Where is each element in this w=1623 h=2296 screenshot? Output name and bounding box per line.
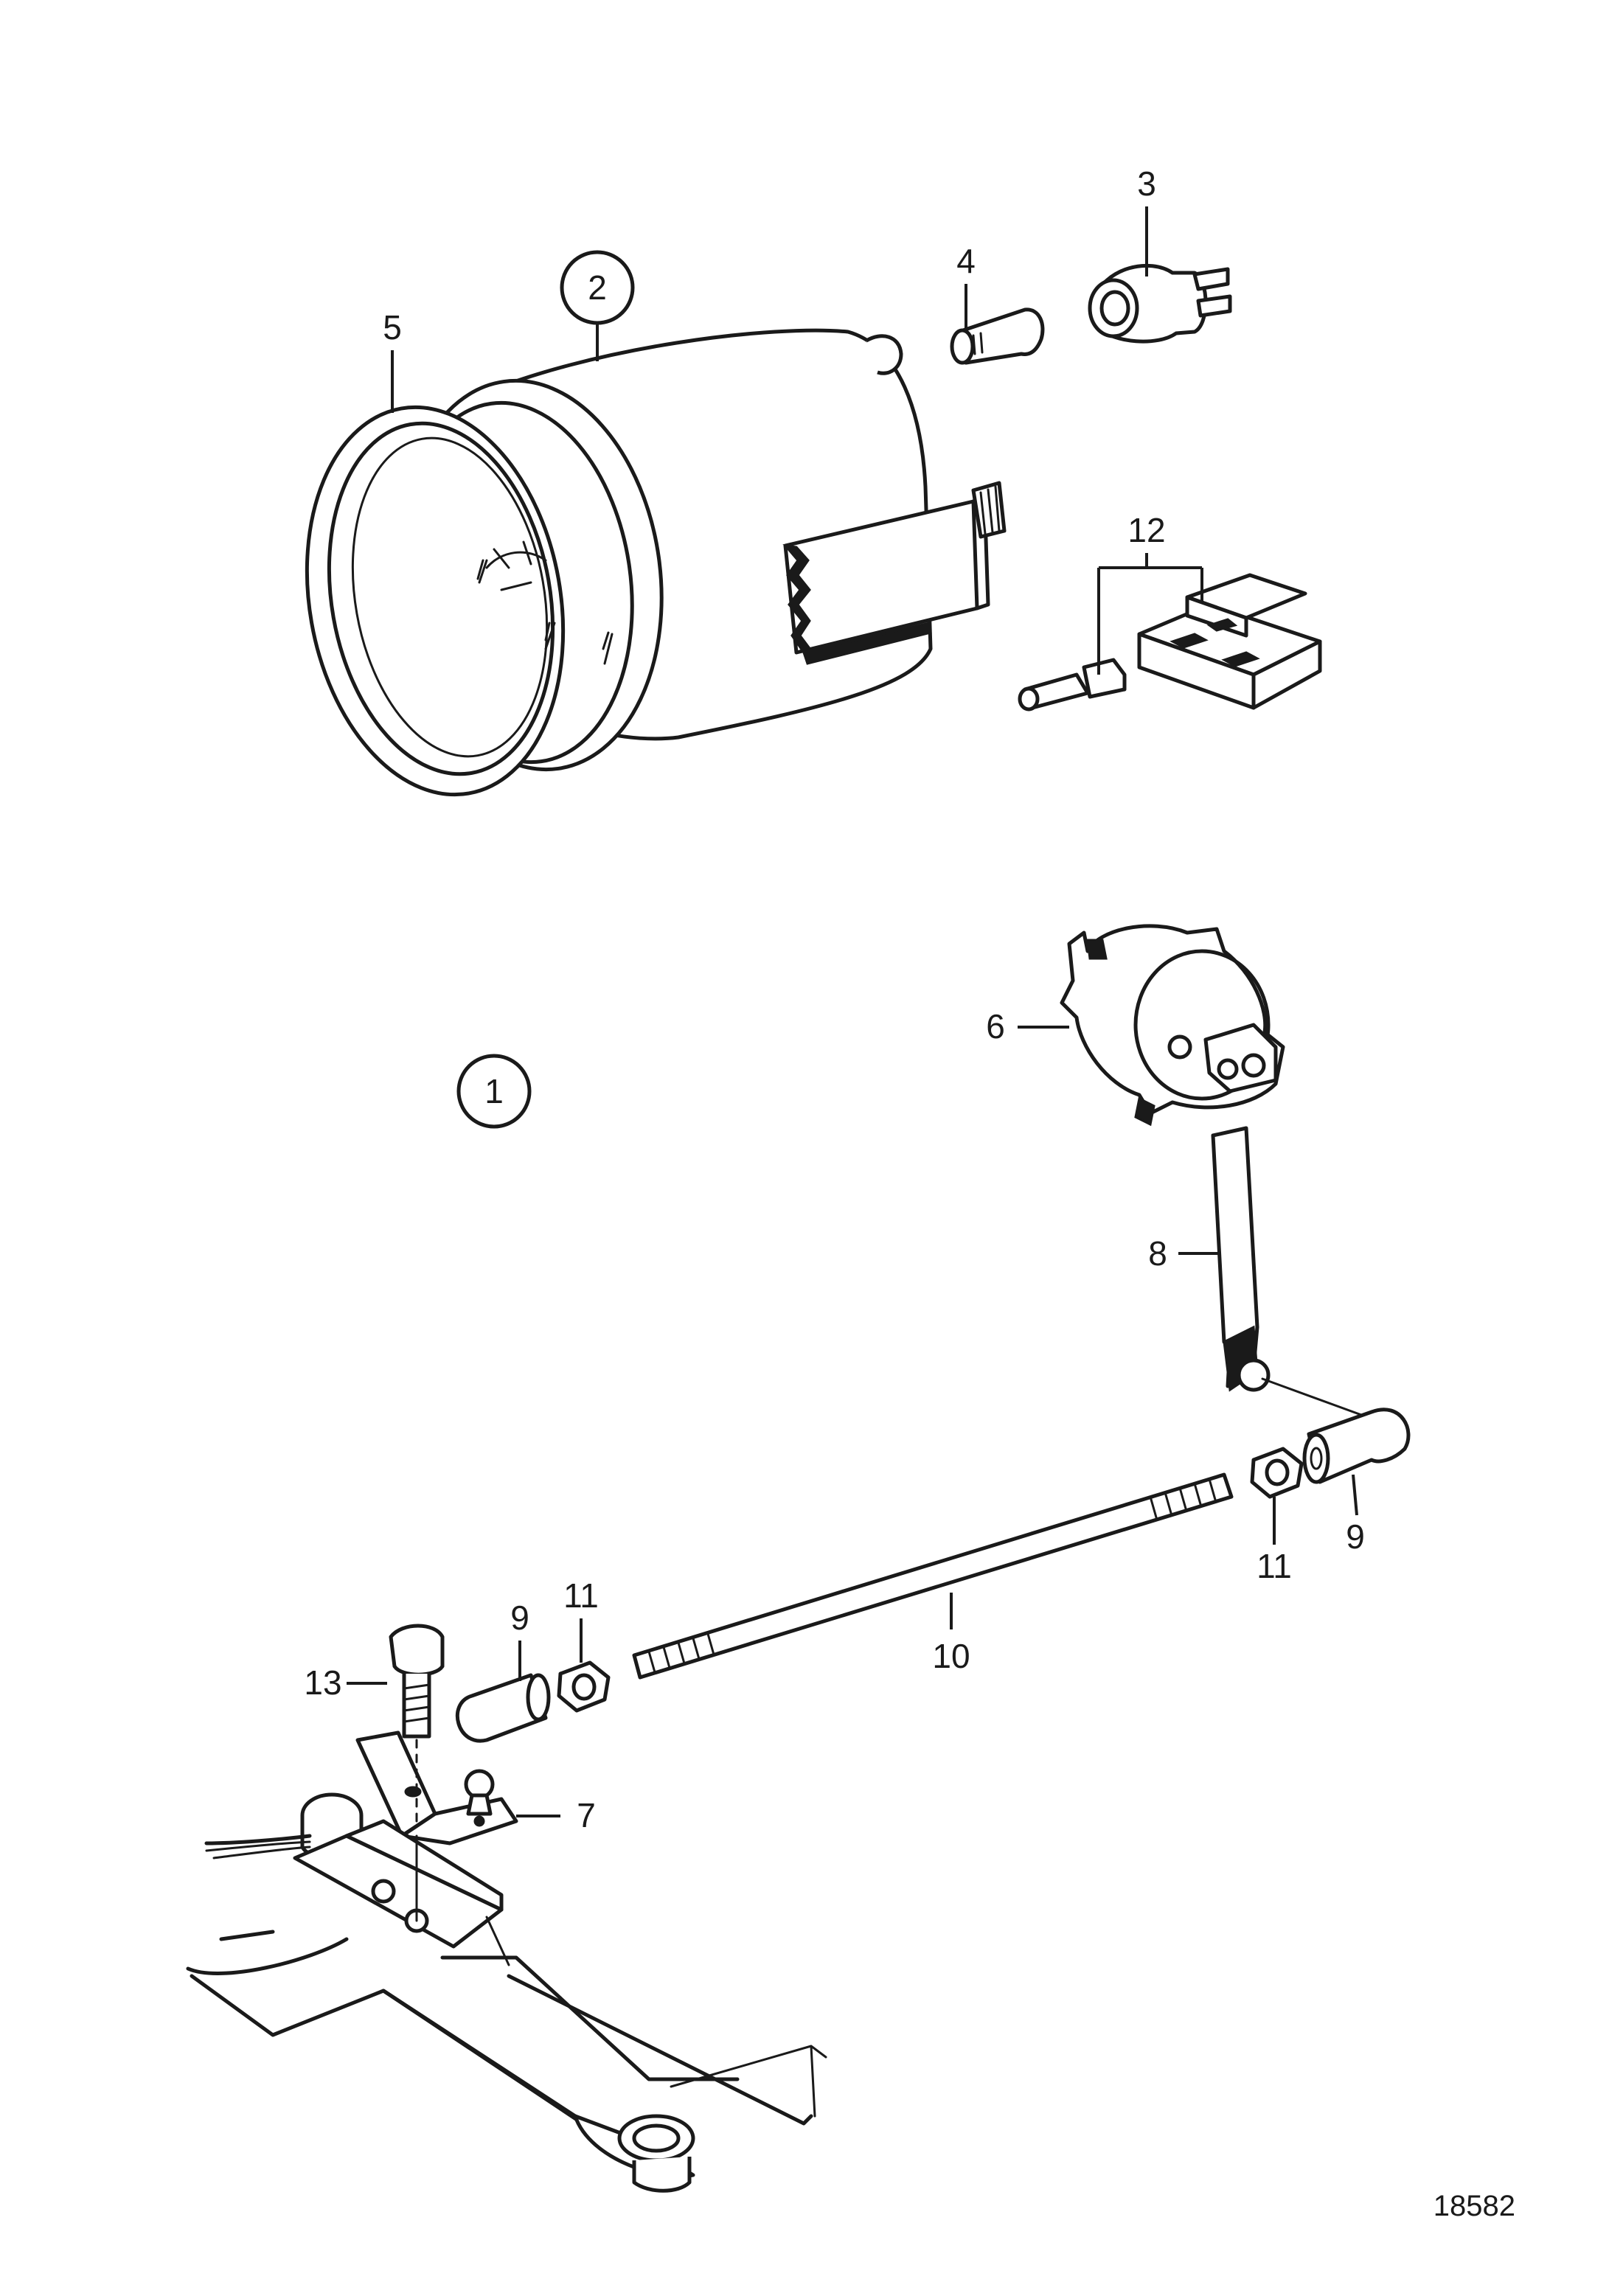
- lock-nut-right: [1250, 1447, 1304, 1499]
- bulb: [950, 307, 1045, 365]
- terminal-pin: [1018, 658, 1127, 712]
- bulb-holder: [1088, 263, 1232, 344]
- svg-text:11: 11: [563, 1576, 599, 1615]
- svg-text:1: 1: [484, 1072, 504, 1110]
- instrument-gauge: [305, 328, 1007, 797]
- callout-5: 5: [383, 308, 402, 413]
- svg-text:4: 4: [956, 242, 976, 280]
- bolt: [389, 1624, 445, 1739]
- lever-arm: [1211, 1126, 1395, 1428]
- figure-reference-number: 18582: [1433, 2190, 1515, 2222]
- svg-text:5: 5: [383, 308, 402, 347]
- callout-9-left: 9: [510, 1598, 529, 1681]
- svg-text:6: 6: [986, 1007, 1005, 1046]
- cable-switch: [1060, 924, 1285, 1127]
- svg-text:13: 13: [304, 1663, 341, 1702]
- group-marker-1: 1: [456, 1054, 532, 1129]
- svg-text:3: 3: [1137, 164, 1156, 203]
- svg-text:11: 11: [1257, 1547, 1292, 1585]
- svg-text:10: 10: [932, 1637, 970, 1675]
- callout-4: 4: [956, 242, 976, 332]
- connector-block: [1137, 573, 1322, 710]
- threaded-rod: [632, 1472, 1234, 1680]
- lock-nut-left: [557, 1660, 611, 1713]
- svg-text:9: 9: [510, 1598, 529, 1637]
- control-lever-base: [186, 1792, 827, 2193]
- callout-8: 8: [1148, 1234, 1220, 1273]
- callout-13: 13: [304, 1663, 387, 1702]
- callout-7: 7: [516, 1796, 596, 1834]
- callout-11-left: 11: [563, 1576, 599, 1663]
- svg-text:7: 7: [577, 1796, 596, 1834]
- callout-10: 10: [932, 1593, 970, 1675]
- svg-text:9: 9: [1346, 1517, 1365, 1556]
- svg-text:12: 12: [1127, 511, 1165, 549]
- callout-11-right: 11: [1257, 1497, 1292, 1585]
- ball-bracket: [355, 1730, 518, 1846]
- svg-text:2: 2: [588, 268, 607, 307]
- callout-3: 3: [1137, 164, 1156, 276]
- callout-12: 12: [1097, 511, 1203, 675]
- ball-socket-left: [455, 1673, 551, 1743]
- svg-text:8: 8: [1148, 1234, 1167, 1273]
- callout-6: 6: [986, 1007, 1069, 1046]
- group-marker-2: 2: [560, 250, 635, 361]
- callout-9-right: 9: [1346, 1474, 1365, 1556]
- ball-socket-right: [1302, 1408, 1411, 1484]
